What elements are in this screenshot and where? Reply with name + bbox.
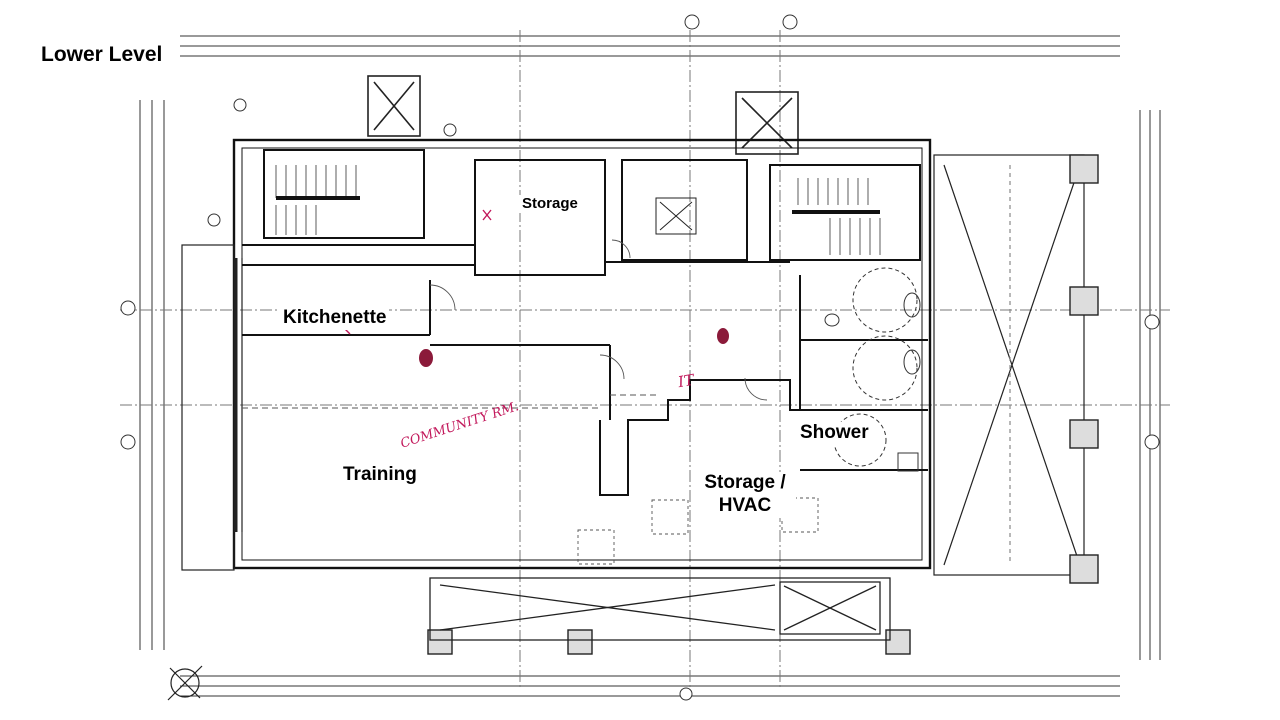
room-label-kitchenette: Kitchenette (280, 307, 390, 330)
room-label-storage-hvac-line1: Storage / (704, 472, 786, 493)
handwritten-note-it: IT (676, 370, 696, 392)
page-title: Lower Level (41, 43, 163, 66)
room-label-storage: Storage (519, 195, 581, 213)
room-label-storage-hvac-line2: HVAC (718, 494, 772, 516)
room-label-storage-hvac: Storage / HVAC (694, 472, 796, 518)
room-label-training: Training (340, 464, 420, 487)
room-label-shower: Shower (797, 422, 872, 445)
